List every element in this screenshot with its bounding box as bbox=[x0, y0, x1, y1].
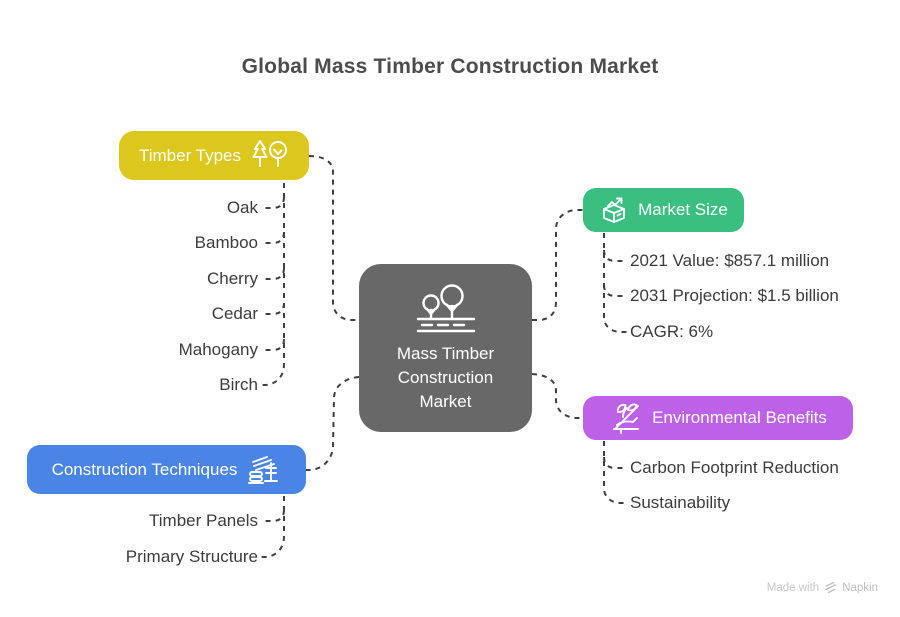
branch-label-construction-techniques: Construction Techniques bbox=[51, 459, 238, 479]
branch-node-timber-types: Timber Types bbox=[119, 131, 309, 180]
leaf-item-cagr: CAGR: 6% bbox=[630, 322, 714, 341]
spine-timber-list bbox=[259, 183, 285, 386]
seedling-hand-icon bbox=[609, 401, 643, 435]
diagram-title: Global Mass Timber Construction Market bbox=[241, 55, 659, 78]
branch-node-market-size: Market Size bbox=[583, 188, 744, 232]
elbow-timber-panels bbox=[262, 509, 285, 522]
branch-label-timber-types: Timber Types bbox=[138, 145, 242, 165]
elbow-carbon bbox=[603, 456, 626, 469]
spine-market-list bbox=[603, 233, 627, 333]
trees-icon bbox=[249, 138, 289, 174]
napkin-logo-icon bbox=[824, 581, 837, 594]
branch-node-environmental-benefits: Environmental Benefits bbox=[583, 396, 853, 440]
leaf-item-2021-value: 2021 Value: $857.1 million bbox=[630, 251, 830, 270]
spine-env-list bbox=[603, 441, 627, 504]
connector-central-to-constr bbox=[306, 376, 360, 471]
connector-central-to-env bbox=[531, 373, 583, 419]
watermark-prefix: Made with bbox=[766, 581, 820, 594]
leaf-item-cherry: Cherry bbox=[206, 269, 258, 288]
forest-ground-icon bbox=[413, 282, 479, 334]
leaf-item-sustainability: Sustainability bbox=[630, 493, 731, 512]
elbow-mahogany bbox=[262, 338, 285, 351]
leaf-item-birch: Birch bbox=[219, 375, 258, 394]
spine-constr-list bbox=[259, 496, 285, 558]
elbow-oak bbox=[262, 196, 285, 209]
branch-node-construction-techniques: Construction Techniques bbox=[27, 445, 306, 494]
connector-timber-to-central bbox=[308, 155, 359, 321]
leaf-item-oak: Oak bbox=[226, 198, 258, 217]
elbow-2031-projection bbox=[603, 284, 626, 297]
elbow-bamboo bbox=[262, 231, 285, 244]
leaf-item-timber-panels: Timber Panels bbox=[149, 511, 258, 530]
central-node-label: Mass Timber Construction Market bbox=[396, 344, 495, 411]
watermark-brand: Napkin bbox=[842, 581, 878, 594]
leaf-item-primary-structure: Primary Structure bbox=[125, 547, 258, 566]
branch-label-environmental-benefits: Environmental Benefits bbox=[652, 408, 827, 427]
elbow-cedar bbox=[262, 302, 285, 315]
leaf-item-bamboo: Bamboo bbox=[194, 233, 258, 252]
leaf-item-2031-projection: 2031 Projection: $1.5 billion bbox=[630, 286, 839, 305]
connector-central-to-market bbox=[532, 209, 583, 321]
elbow-2021-value bbox=[603, 249, 626, 262]
growth-box-icon bbox=[599, 195, 629, 225]
branch-label-market-size: Market Size bbox=[638, 200, 728, 219]
leaf-item-mahogany: Mahogany bbox=[178, 340, 258, 359]
elbow-cherry bbox=[262, 267, 285, 280]
timber-stack-icon bbox=[245, 453, 281, 487]
napkin-watermark[interactable]: Made with Napkin bbox=[767, 581, 878, 594]
central-node-mass-timber-market: Mass Timber Construction Market bbox=[359, 264, 532, 432]
leaf-item-cedar: Cedar bbox=[211, 304, 258, 323]
leaf-item-carbon-footprint: Carbon Footprint Reduction bbox=[630, 458, 839, 477]
